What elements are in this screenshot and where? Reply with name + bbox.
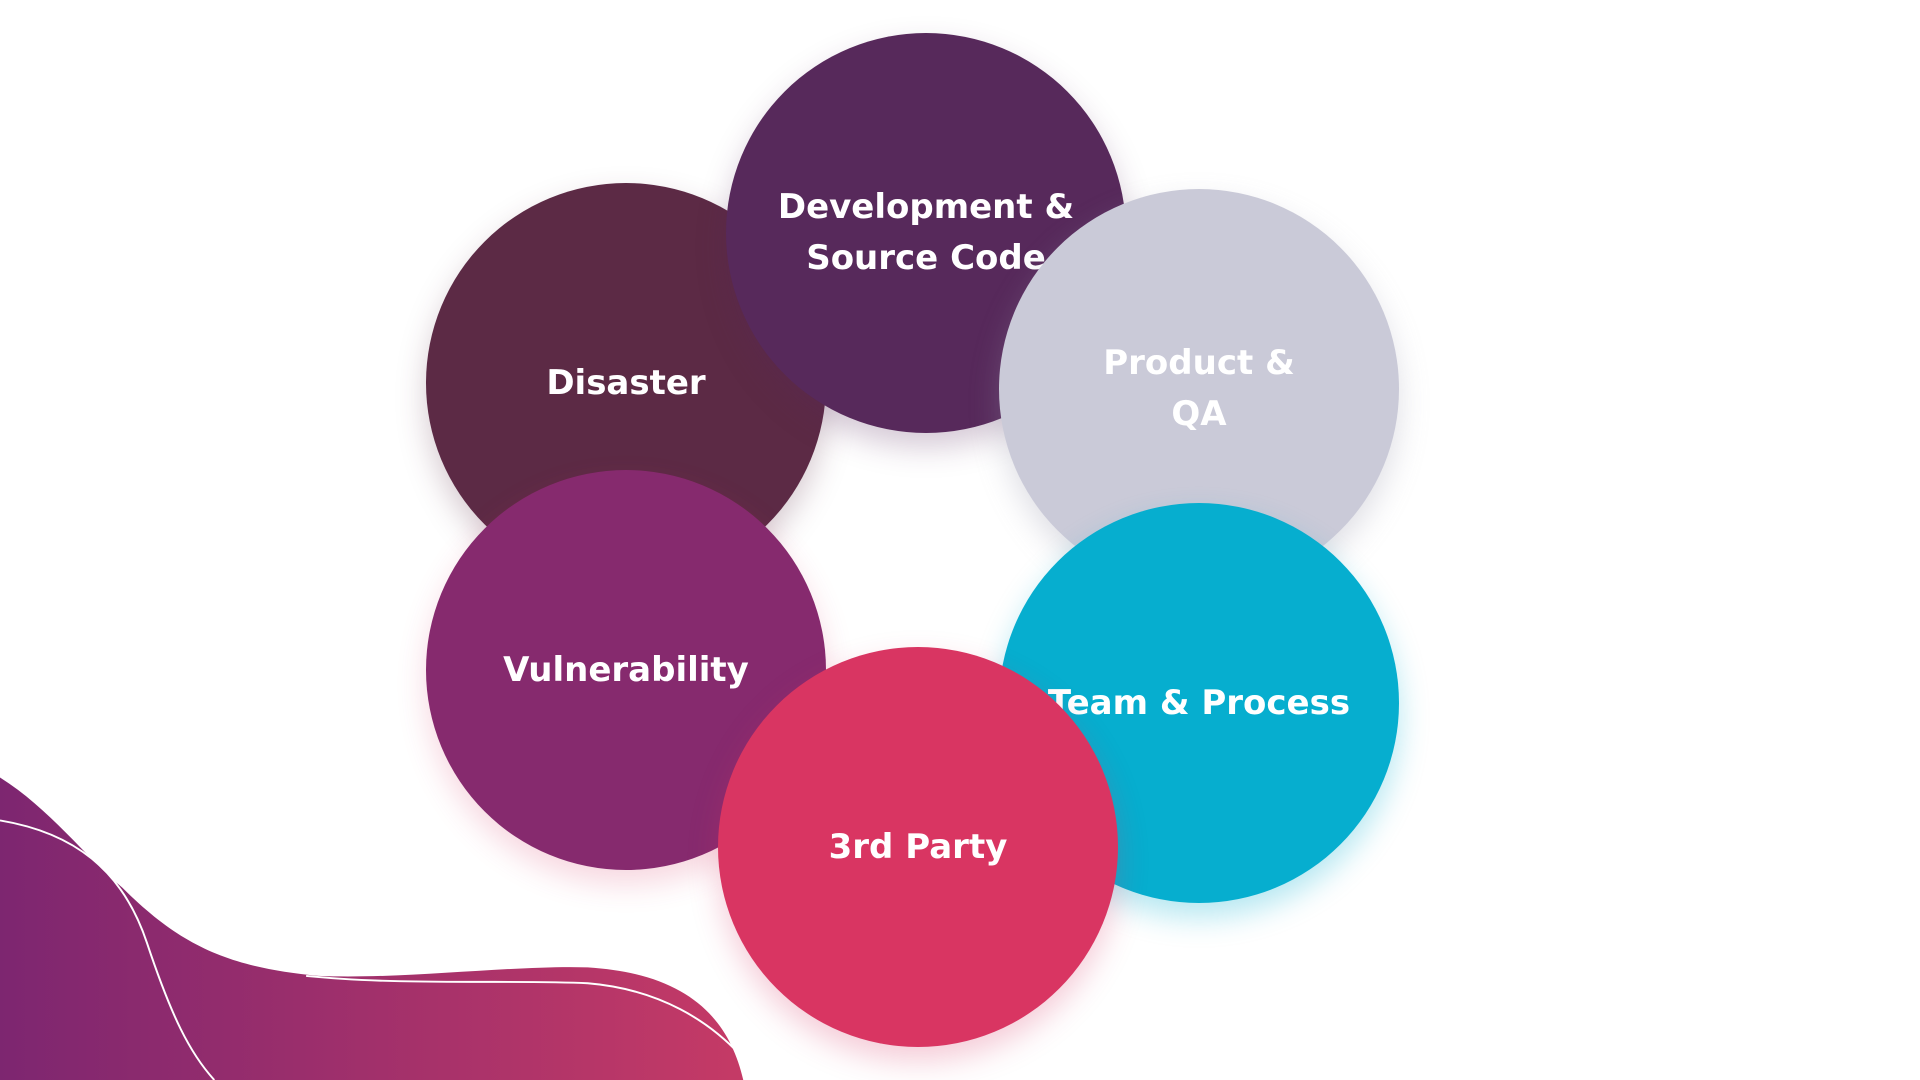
- wave-line: [306, 974, 742, 1057]
- circle-label: 3rd Party: [828, 826, 1008, 867]
- circle-label: Vulnerability: [503, 649, 749, 690]
- circle-label: Product & QA: [1103, 343, 1295, 434]
- circle-label: Team & Process: [1047, 682, 1351, 723]
- wave-shape: [0, 777, 744, 1080]
- circle-label: Disaster: [546, 362, 706, 403]
- circle-3rd-party: 3rd Party: [718, 647, 1118, 1047]
- wave-line: [0, 819, 216, 1080]
- circle-label: Development & Source Code: [777, 187, 1075, 278]
